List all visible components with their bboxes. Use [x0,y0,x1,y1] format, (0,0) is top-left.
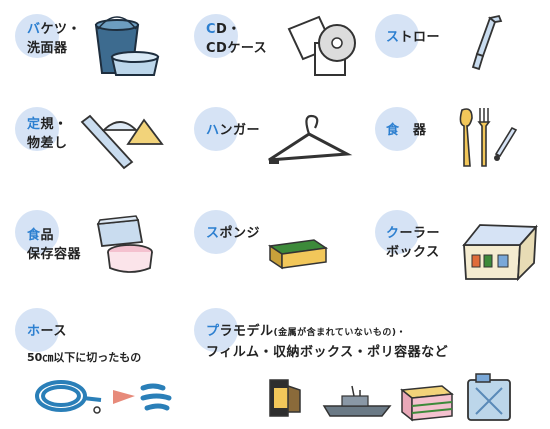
cooler-icon [462,224,538,282]
label-straw: ストロー [386,30,441,45]
bullet-circle [194,107,238,151]
bullet-circle [15,107,59,151]
bullet-circle [375,14,419,58]
food-container-icon [96,215,153,273]
tableware-icon [459,108,518,167]
bullet-circle [15,210,59,254]
label-plastic-model: プラモデル(金属が含まれていないもの)・ フィルム・収納ボックス・ポリ容器など [206,324,449,360]
label-cd: CD・ CDケース [206,22,268,56]
cd-icon [287,15,356,76]
hose-note: 50㎝以下に切ったもの [27,351,142,364]
label-hanger: ハンガー [206,123,261,138]
label-food-container: 食品 保存容器 [27,228,82,262]
label-ruler: 定規・ 物差し [27,117,68,151]
bullet-circle [375,210,419,254]
ruler-icon [80,114,164,170]
bullet-circle [375,107,419,151]
bucket-icon [94,16,160,76]
sponge-icon [267,239,329,270]
storage-box-icon [400,385,454,422]
poly-tank-icon [467,373,511,421]
bullet-circle [194,210,238,254]
film-icon [269,379,301,417]
bullet-circle [15,14,59,58]
label-tableware: 食 器 [386,123,427,138]
hanger-icon [268,114,353,164]
straw-icon [471,14,503,71]
bullet-circle [15,308,59,352]
hose-icon [35,380,172,414]
label-sponge: スポンジ [206,226,261,241]
bullet-circle [194,14,238,58]
label-hose: ホース [27,324,67,339]
bullet-circle [194,308,238,352]
label-bucket: バケツ・ 洗面器 [27,22,82,56]
ship-model-icon [322,385,392,417]
label-cooler: クーラー ボックス [386,226,441,260]
